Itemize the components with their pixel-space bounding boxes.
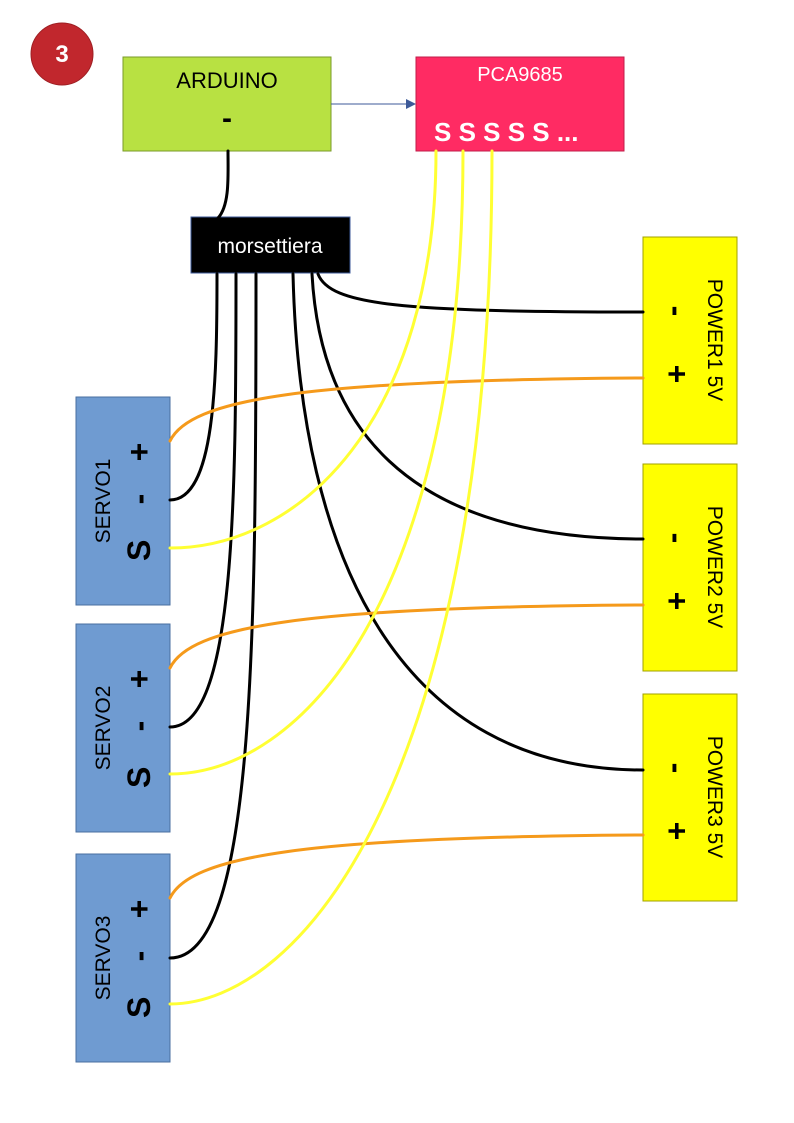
servo2-ground-wire bbox=[168, 272, 238, 729]
power1-box bbox=[642, 236, 738, 445]
power3-minus-pin: - bbox=[659, 763, 695, 774]
power3-plus-pin: + bbox=[659, 822, 695, 841]
servo1-box bbox=[75, 396, 171, 606]
servo3-ground-wire bbox=[168, 272, 258, 960]
servo1-name: SERVO1 bbox=[92, 459, 115, 544]
power2-box bbox=[642, 463, 738, 672]
power1-positive-wire bbox=[168, 376, 645, 443]
servo1-signal-wire bbox=[168, 149, 438, 550]
servo2-box bbox=[75, 623, 171, 833]
power1-minus-pin: - bbox=[659, 306, 695, 317]
power2-ground-wire bbox=[310, 272, 645, 541]
terminal-block-label: morsettiera bbox=[217, 235, 322, 258]
power2-minus-pin: - bbox=[659, 533, 695, 544]
power2-positive-wire bbox=[168, 603, 645, 670]
power3-name: POWER3 5V bbox=[703, 736, 726, 859]
power3-positive-wire bbox=[168, 833, 645, 900]
terminal-block bbox=[190, 216, 351, 274]
servo1-signal-pin: S bbox=[121, 540, 157, 561]
power2-plus-pin: + bbox=[659, 592, 695, 611]
step-badge-number: 3 bbox=[55, 41, 68, 68]
power3-box bbox=[642, 693, 738, 902]
pca9685-signal-pins: S S S S S ... bbox=[434, 117, 579, 147]
servo3-name: SERVO3 bbox=[92, 916, 115, 1001]
power1-ground-wire bbox=[316, 272, 645, 314]
pca9685-title: PCA9685 bbox=[477, 64, 563, 86]
arduino-ground-wire bbox=[216, 149, 230, 220]
servo3-plus-pin: + bbox=[121, 900, 157, 919]
pca9685-box bbox=[415, 56, 625, 152]
power1-name: POWER1 5V bbox=[703, 279, 726, 402]
servo3-signal-wire bbox=[168, 149, 494, 1006]
servo2-name: SERVO2 bbox=[92, 686, 115, 771]
power1-plus-pin: + bbox=[659, 365, 695, 384]
power3-ground-wire bbox=[291, 272, 645, 772]
servo1-minus-pin: - bbox=[121, 494, 157, 505]
arduino-ground-pin: - bbox=[222, 102, 232, 135]
step-badge bbox=[30, 22, 94, 86]
servo3-minus-pin: - bbox=[121, 951, 157, 962]
servo2-minus-pin: - bbox=[121, 721, 157, 732]
servo2-plus-pin: + bbox=[121, 670, 157, 689]
servo2-signal-pin: S bbox=[121, 767, 157, 788]
power2-name: POWER2 5V bbox=[703, 506, 726, 629]
servo3-box bbox=[75, 853, 171, 1063]
servo3-signal-pin: S bbox=[121, 997, 157, 1018]
arduino-box bbox=[122, 56, 332, 152]
arduino-title: ARDUINO bbox=[176, 68, 277, 93]
servo2-signal-wire bbox=[168, 149, 465, 776]
servo1-ground-wire bbox=[168, 272, 219, 502]
servo1-plus-pin: + bbox=[121, 443, 157, 462]
